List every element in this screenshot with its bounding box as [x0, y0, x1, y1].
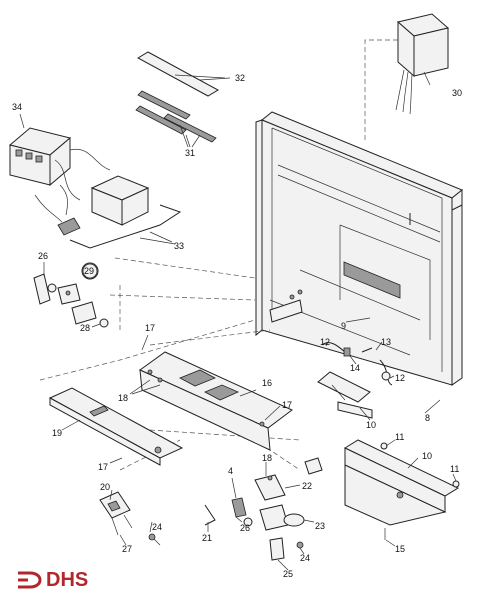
- label-17-lower: 17: [98, 462, 108, 472]
- label-24-right: 24: [300, 553, 310, 563]
- label-19: 19: [52, 428, 62, 438]
- logo-text: DHS: [46, 568, 89, 591]
- label-15: 15: [395, 544, 405, 554]
- label-24-left: 24: [152, 522, 162, 532]
- circle-marker-29: [82, 263, 98, 279]
- label-11-left: 11: [395, 432, 404, 442]
- label-14: 14: [350, 363, 360, 373]
- label-25: 25: [283, 569, 293, 579]
- part-19-burner: [48, 387, 184, 466]
- label-8: 8: [425, 413, 430, 423]
- label-22: 22: [302, 481, 312, 491]
- dhs-logo: DHS: [16, 568, 88, 592]
- dhs-logo-mark-icon: [18, 571, 42, 589]
- label-13: 13: [381, 337, 391, 347]
- label-18-lower: 18: [262, 453, 272, 463]
- label-4: 4: [228, 466, 233, 476]
- part-10-bracket-upper: [317, 371, 373, 419]
- label-16: 16: [262, 378, 272, 388]
- label-34: 34: [12, 102, 22, 112]
- label-11-right: 11: [450, 464, 459, 474]
- label-9: 9: [341, 321, 346, 331]
- label-17-upper: 17: [145, 323, 155, 333]
- label-32: 32: [235, 73, 245, 83]
- label-23: 23: [315, 521, 325, 531]
- leader-lines: [39, 257, 301, 471]
- label-20: 20: [100, 482, 110, 492]
- part-10-bracket-lower: [343, 439, 460, 540]
- part-34-wiring-harness: [8, 127, 182, 249]
- firebox-assembly: [255, 111, 463, 386]
- part-32-panel: [136, 51, 226, 97]
- label-27: 27: [122, 544, 132, 554]
- part-16-burner-tray: [139, 351, 293, 451]
- label-10-lower: 10: [422, 451, 432, 461]
- label-30: 30: [452, 88, 462, 98]
- part-number-labels: 32 34 30 31 33 26 29 28 17 9 12 13 14 12…: [12, 73, 462, 579]
- label-26-upper: 26: [38, 251, 48, 261]
- label-17-right: 17: [282, 400, 292, 410]
- part-26-29-28-fittings: [33, 262, 109, 328]
- label-28: 28: [80, 323, 90, 333]
- label-26-lower: 26: [240, 523, 250, 533]
- part-30-control-box: [364, 13, 450, 140]
- label-10-upper: 10: [366, 420, 376, 430]
- part-12-13-14-electrodes: [321, 342, 393, 386]
- label-12-right: 12: [395, 373, 405, 383]
- label-29: 29: [84, 266, 94, 276]
- label-leaders: [19, 71, 457, 571]
- part-31-strips: [135, 90, 217, 148]
- gas-valve-assembly: [99, 457, 323, 561]
- label-33: 33: [174, 241, 184, 251]
- label-31: 31: [185, 148, 195, 158]
- label-21: 21: [202, 533, 212, 543]
- label-12-left: 12: [320, 337, 330, 347]
- label-18-upper: 18: [118, 393, 128, 403]
